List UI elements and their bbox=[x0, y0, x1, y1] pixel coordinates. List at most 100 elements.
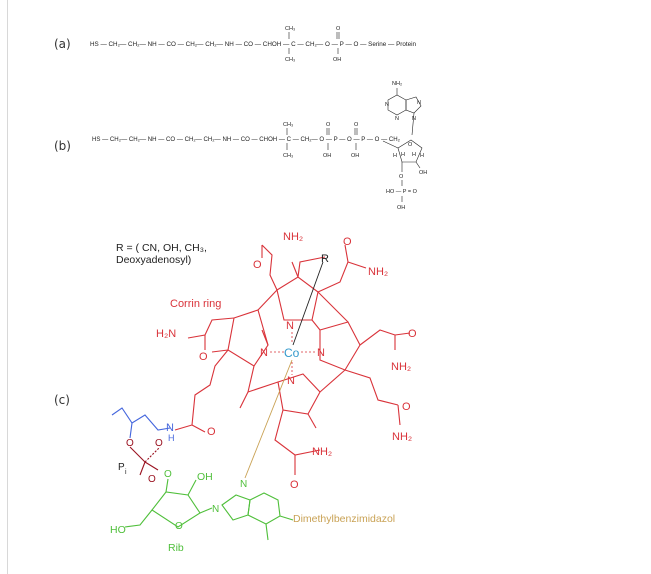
methyl-3 bbox=[239, 391, 249, 409]
sidechain-right-co bbox=[394, 332, 411, 336]
ribose-c-pentagon bbox=[151, 491, 201, 528]
label-a: (a) bbox=[54, 37, 71, 51]
ribose-b-ring bbox=[382, 139, 423, 202]
r-definition-line1: R = ( CN, OH, CH₃, bbox=[116, 242, 207, 254]
aminopropanol-chain bbox=[111, 407, 171, 431]
aminopropanol-linker bbox=[111, 407, 171, 439]
amide-co bbox=[191, 424, 206, 433]
struct-b-oh1: OH bbox=[323, 153, 331, 159]
ribose-b-pentagon bbox=[397, 139, 423, 163]
struct-b-oh-low: OH bbox=[397, 205, 405, 211]
o-top-right: O bbox=[343, 236, 352, 248]
ribose-c-o-bond bbox=[165, 478, 169, 493]
cobalt-bonds bbox=[270, 330, 316, 375]
struct-b-ch3-bottom: CH₃ bbox=[283, 153, 293, 159]
phosphate-o-2: O bbox=[155, 438, 163, 449]
pi-subscript: i bbox=[125, 469, 127, 476]
sidechain-right-lower-nh2 bbox=[397, 404, 401, 426]
phosphate-bond-2 bbox=[144, 446, 161, 463]
struct-a-oh: OH bbox=[333, 57, 341, 63]
nh2-right: NH₂ bbox=[391, 361, 411, 373]
o-right: O bbox=[408, 328, 417, 340]
dmb-methyl-2 bbox=[265, 523, 269, 541]
h2n-left: H₂N bbox=[156, 328, 176, 340]
r-definition-line2: Deoxyadenosyl) bbox=[116, 254, 191, 266]
nh2-bottom: NH₂ bbox=[312, 446, 332, 458]
nh2-top: NH₂ bbox=[283, 231, 303, 243]
n-top: N bbox=[286, 320, 294, 332]
bridge-left-bottom bbox=[247, 381, 279, 393]
adenine-six-ring bbox=[387, 94, 407, 116]
o-amide: O bbox=[207, 426, 216, 438]
corrin-top-pyrrole bbox=[276, 276, 319, 321]
pi-label: P bbox=[118, 462, 125, 473]
methyl-1 bbox=[261, 329, 269, 346]
struct-b-o-ring: O bbox=[408, 142, 413, 148]
o-right-lower: O bbox=[402, 401, 411, 413]
cobalt-label: Co bbox=[284, 346, 300, 360]
left-border-line bbox=[7, 0, 8, 574]
struct-b-n-2: N bbox=[395, 116, 399, 122]
nh2-right-lower: NH₂ bbox=[392, 431, 412, 443]
dmb-methyl-1 bbox=[279, 515, 294, 521]
struct-b-oh-ring: OH bbox=[419, 170, 427, 176]
aminopropanol-o-bond bbox=[129, 422, 133, 439]
corrin-left-pyrrole bbox=[227, 309, 269, 367]
struct-b-h2: H bbox=[401, 152, 405, 158]
n-bottom: N bbox=[287, 375, 295, 387]
struct-b-n-3: N bbox=[417, 100, 421, 106]
methyl-2 bbox=[211, 349, 229, 353]
sidechain-bottom bbox=[274, 409, 321, 456]
structure-a: (a) HS — CH₂— CH₂— NH — CO — CH₂— CH₂— N… bbox=[54, 26, 417, 63]
ribose-c-ring bbox=[124, 478, 213, 528]
dmb-ring bbox=[221, 492, 294, 541]
struct-b-h3: H bbox=[412, 152, 416, 158]
adenine-five-ring bbox=[405, 96, 422, 114]
adenine-ring bbox=[387, 88, 422, 136]
phosphate-group bbox=[129, 446, 161, 476]
struct-a-ch3-top: CH₃ bbox=[285, 26, 295, 32]
corrin-framework bbox=[174, 244, 411, 475]
methyl-6 bbox=[291, 261, 299, 278]
struct-b-o2: O bbox=[354, 122, 359, 128]
nh-h-label: H bbox=[168, 433, 175, 443]
ribose-c-ch2oh bbox=[124, 509, 153, 528]
sidechain-left bbox=[187, 317, 235, 339]
bridge-right-bottom bbox=[319, 369, 346, 393]
dmb-label: Dimethylbenzimidazol bbox=[293, 513, 395, 525]
struct-b-chain: HS — CH₂— CH₂— NH — CO — CH₂— CH₂— NH — … bbox=[92, 136, 401, 143]
sidechain-right bbox=[359, 329, 396, 350]
phosphate-bond-4 bbox=[139, 461, 146, 476]
corrin-right-pyrrole bbox=[319, 321, 361, 371]
struct-b-n-4: N bbox=[412, 116, 416, 122]
dmb-six-ring bbox=[247, 492, 281, 525]
sidechain-top-right bbox=[317, 244, 349, 293]
corrin-ring-label: Corrin ring bbox=[170, 298, 221, 310]
ribose-b-oh-bond bbox=[415, 161, 421, 169]
structure-c: (c) R = ( CN, OH, CH₃, Deoxyadenosyl) bbox=[54, 231, 417, 554]
struct-a-o: O bbox=[336, 26, 341, 32]
co-dmb-bond bbox=[244, 359, 293, 479]
o-bottom: O bbox=[290, 479, 299, 491]
nh-label: N bbox=[166, 422, 174, 434]
o-left: O bbox=[199, 351, 208, 363]
struct-b-nh2: NH₂ bbox=[392, 81, 402, 87]
corrin-bottom-pyrrole bbox=[277, 373, 321, 415]
sidechain-to-amide bbox=[174, 349, 229, 431]
co-r-bond bbox=[292, 261, 324, 346]
phosphate-o-3: O bbox=[148, 474, 156, 485]
struct-b-o1: O bbox=[326, 122, 331, 128]
dmb-n-bottom: N bbox=[212, 504, 219, 515]
bridge-left-top bbox=[257, 289, 278, 311]
label-c: (c) bbox=[54, 393, 70, 407]
rib-label: Rib bbox=[168, 542, 184, 554]
struct-a-chain: HS — CH₂— CH₂— NH — CO — CH₂— CH₂— NH — … bbox=[90, 41, 417, 48]
structure-b: (b) HS — CH₂— CH₂— NH — CO — CH₂— CH₂— N… bbox=[54, 81, 427, 211]
adenine-to-ribose-bond bbox=[411, 112, 415, 136]
sidechain-top-left bbox=[261, 244, 278, 291]
dmb-five-ring bbox=[221, 494, 251, 521]
nh2-top-right: NH₂ bbox=[368, 266, 388, 278]
struct-a-ch3-bottom: CH₃ bbox=[285, 57, 295, 63]
